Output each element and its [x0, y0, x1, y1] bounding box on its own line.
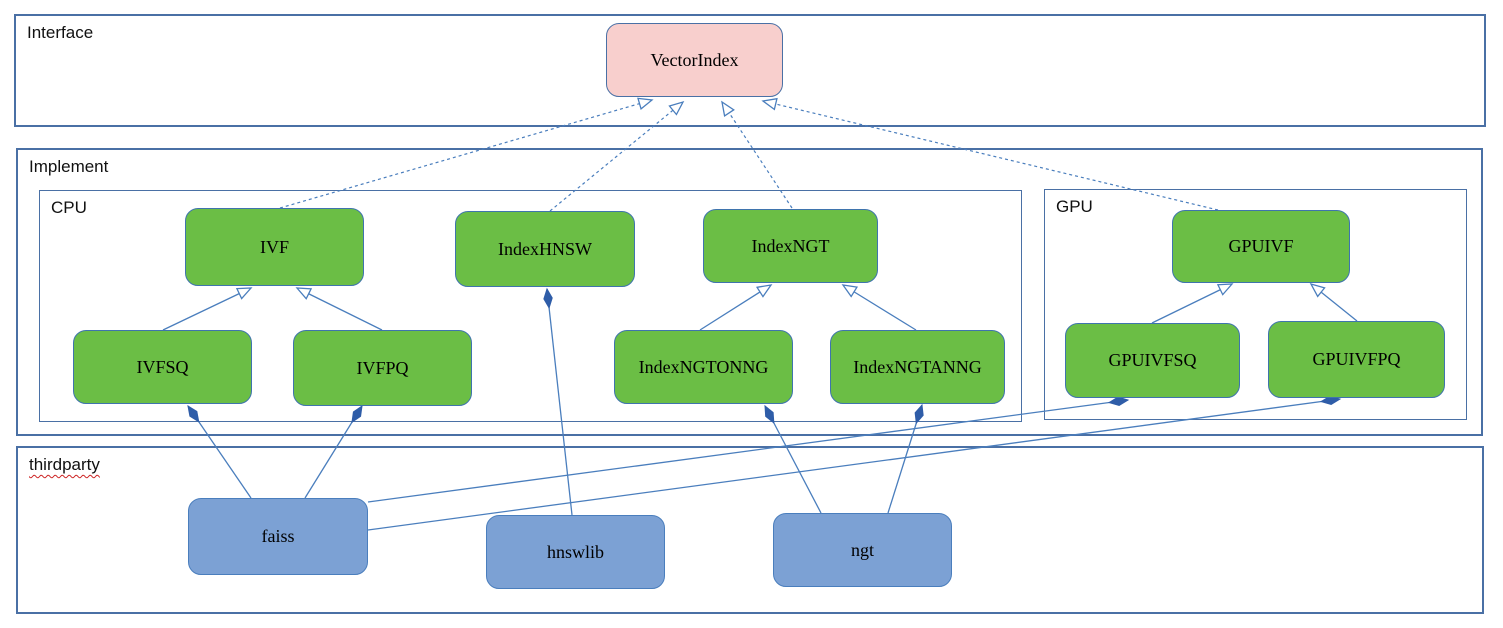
node-indexngtonng: IndexNGTONNG: [614, 330, 793, 404]
node-ivfpq: IVFPQ: [293, 330, 472, 406]
node-ivfpq-label: IVFPQ: [356, 357, 409, 378]
node-indexngt: IndexNGT: [703, 209, 878, 283]
node-vectorindex-label: VectorIndex: [650, 49, 739, 70]
node-gpuivfpq: GPUIVFPQ: [1268, 321, 1445, 398]
node-hnswlib: hnswlib: [486, 515, 665, 589]
node-gpuivf: GPUIVF: [1172, 210, 1350, 283]
node-ngt: ngt: [773, 513, 952, 587]
node-gpuivfsq: GPUIVFSQ: [1065, 323, 1240, 398]
container-thirdparty-label: thirdparty: [29, 455, 100, 474]
node-indexngtanng: IndexNGTANNG: [830, 330, 1005, 404]
node-faiss-label: faiss: [261, 526, 295, 546]
node-gpuivf-label: GPUIVF: [1228, 236, 1294, 256]
node-faiss: faiss: [188, 498, 368, 575]
node-indexngtonng-label: IndexNGTONNG: [638, 356, 769, 377]
node-ivf: IVF: [185, 208, 364, 286]
node-gpuivfsq-label: GPUIVFSQ: [1108, 350, 1197, 370]
node-ivfsq: IVFSQ: [73, 330, 252, 404]
container-gpu-label: GPU: [1056, 197, 1093, 216]
node-ngt-label: ngt: [850, 539, 874, 560]
node-ivf-label: IVF: [259, 236, 289, 257]
node-gpuivfpq-label: GPUIVFPQ: [1312, 349, 1401, 369]
node-vectorindex: VectorIndex: [606, 23, 783, 97]
node-indexhnsw: IndexHNSW: [455, 211, 635, 287]
node-ivfsq-label: IVFSQ: [136, 356, 189, 377]
node-indexhnsw-label: IndexHNSW: [498, 238, 592, 259]
container-cpu-label: CPU: [51, 198, 87, 217]
node-hnswlib-label: hnswlib: [546, 541, 604, 562]
node-indexngt-label: IndexNGT: [751, 235, 830, 256]
node-indexngtanng-label: IndexNGTANNG: [853, 356, 982, 377]
container-interface-label: Interface: [27, 23, 94, 42]
container-implement-label: Implement: [29, 157, 109, 176]
